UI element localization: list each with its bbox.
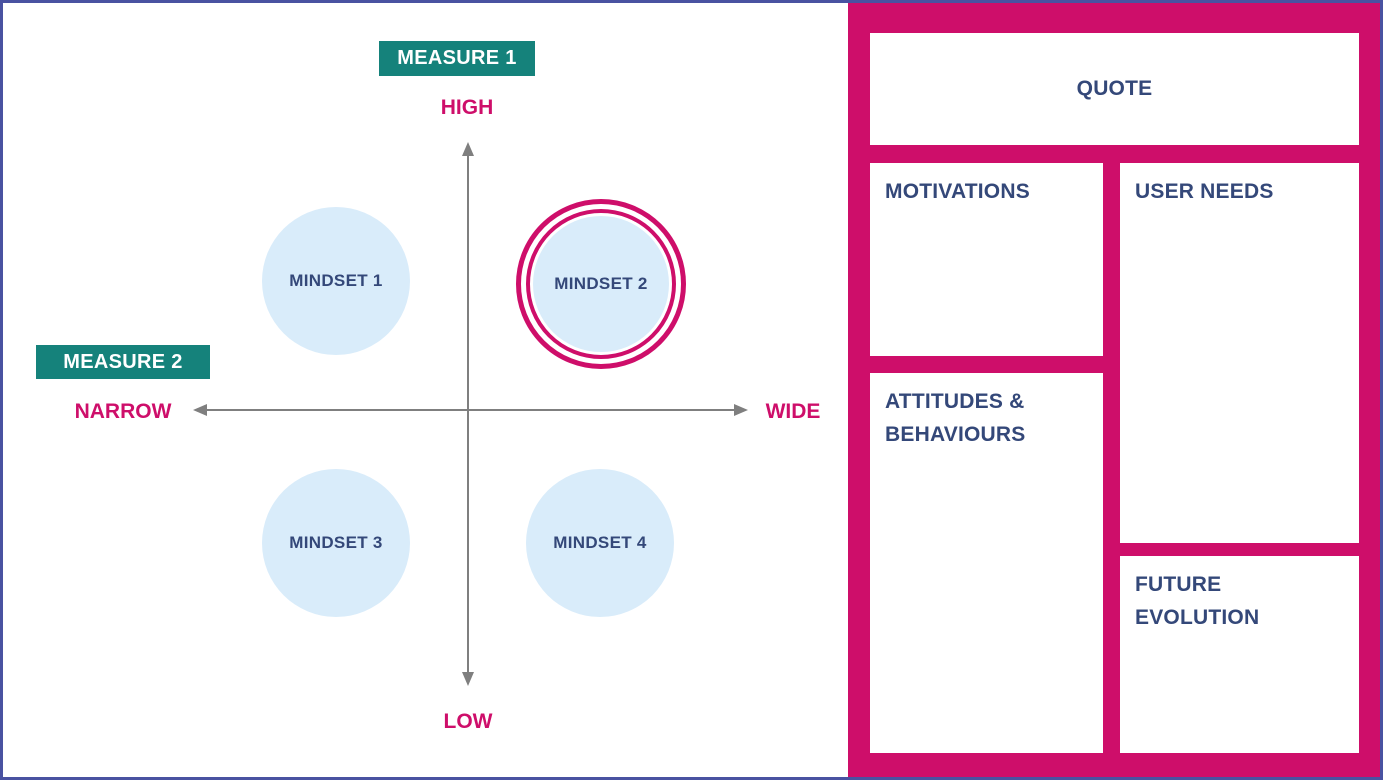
axis-label-high: HIGH [440, 96, 494, 119]
mindset-2-label: MINDSET 2 [554, 274, 648, 293]
future-evolution-box: FUTURE EVOLUTION [1120, 556, 1359, 753]
axis-label-low: LOW [443, 710, 493, 733]
measure-1-badge: MEASURE 1 [379, 41, 535, 76]
quote-box: QUOTE [870, 33, 1359, 145]
mindset-3-circle: MINDSET 3 [262, 469, 410, 617]
mindset-3-label: MINDSET 3 [289, 533, 383, 552]
motivations-box: MOTIVATIONS [870, 163, 1103, 356]
mindset-4-label: MINDSET 4 [553, 533, 647, 552]
mindset-2-highlight-ring: MINDSET 2 [516, 199, 686, 369]
arrow-left-icon [193, 404, 207, 416]
mindset-1-circle: MINDSET 1 [262, 207, 410, 355]
motivations-box-title: MOTIVATIONS [885, 180, 1030, 203]
mindset-2-inner-ring: MINDSET 2 [526, 209, 676, 359]
arrow-right-icon [734, 404, 748, 416]
attitudes-behaviours-box-title: ATTITUDES & BEHAVIOURS [885, 390, 1026, 446]
arrow-up-icon [462, 142, 474, 156]
axis-label-wide: WIDE [765, 400, 821, 423]
mindset-2-circle: MINDSET 2 [533, 216, 669, 352]
axis-label-narrow: NARROW [74, 400, 172, 423]
user-needs-box-title: USER NEEDS [1135, 180, 1274, 203]
mindset-4-circle: MINDSET 4 [526, 469, 674, 617]
measure-2-badge: MEASURE 2 [36, 345, 210, 379]
mindset-1-label: MINDSET 1 [289, 271, 383, 290]
user-needs-box: USER NEEDS [1120, 163, 1359, 543]
quote-box-title: QUOTE [1076, 76, 1153, 100]
detail-panel: QUOTE MOTIVATIONS USER NEEDS ATTITUDES &… [848, 3, 1380, 777]
axes-graphic [193, 142, 748, 686]
attitudes-behaviours-box: ATTITUDES & BEHAVIOURS [870, 373, 1103, 753]
future-evolution-box-title: FUTURE EVOLUTION [1135, 573, 1260, 629]
arrow-down-icon [462, 672, 474, 686]
